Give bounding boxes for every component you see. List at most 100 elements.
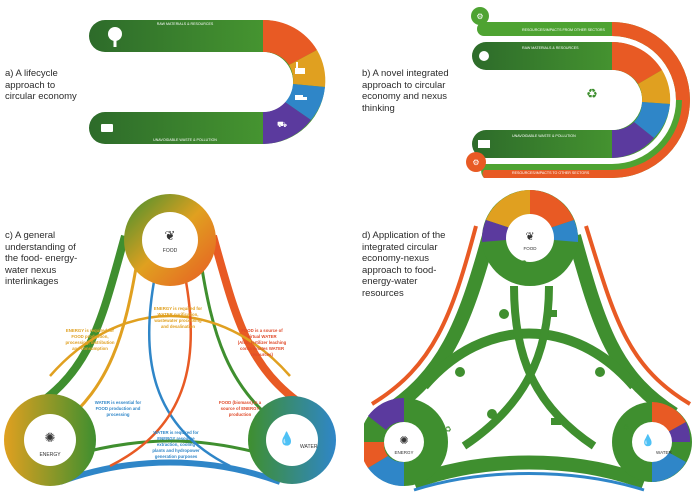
energy-seg-blue [368,456,404,487]
tree-icon [455,367,465,377]
food-ring-hole [506,214,554,262]
note-line: and consumption [72,346,108,351]
top-band-label: RAW MATERIALS & RESOURCES [522,46,579,50]
outer-top-label: RESOURCES/IMPACTS FROM OTHER SECTORS [522,28,606,32]
panel-a-diagram: RAW MATERIALS & RESOURCES UNAVOIDABLE WA… [89,19,326,144]
note-line: generation purposes [155,454,198,459]
caption-c-line: the food- energy- [5,253,78,264]
tree-icon [499,309,509,319]
bottom-band-label: UNAVOIDABLE WASTE & POLLUTION [153,138,217,142]
note-line: ENERGY is required for [66,328,114,333]
food-ring-hole [142,212,198,268]
caption-b: b) A novel integrated approach to circul… [362,68,449,114]
arm-left [18,234,129,420]
segment-design [263,19,317,65]
energy-seg-orange [364,442,388,468]
water-seg-purple [668,422,691,442]
caption-c-line: interlinkages [5,276,59,287]
caption-c-line: water nexus [5,264,57,276]
svg-text:♻: ♻ [444,425,451,434]
outer-bottom-label: RESOURCES/IMPACTS TO OTHER SECTORS [512,171,590,175]
inner-seg-yellow [638,70,671,104]
arm-right [209,234,322,420]
energy-ring-hole [24,414,76,466]
svg-text:♻: ♻ [520,259,527,268]
arm-bottom [411,455,647,489]
cart-icon: ⛟ [277,120,287,129]
note-line: FOOD production and [96,406,141,411]
inner-curve-yellow [49,314,291,377]
water-drop-icon: 💧 [641,434,655,447]
food-seg-blue [550,220,579,242]
caption-c-line: c) A general [5,230,56,241]
note-line: wastewater processing [153,318,202,323]
caption-c: c) A general understanding of the food- … [5,230,77,288]
caption-d-line: energy-water [362,276,418,287]
center-label: RECYCLING & REUSE [213,101,251,105]
outer-track-orange [612,22,690,100]
energy-label: ENERGY [394,450,413,455]
note-line: WATER is required for [153,430,199,435]
inner-seg-purple [612,122,654,158]
caption-d: d) Application of the integrated circula… [362,230,445,299]
recycle-icon: ♻ [622,423,629,432]
note-line: ENERGY is required for [154,306,202,311]
bottom-band-label: UNAVOIDABLE WASTE & POLLUTION [512,134,576,138]
caption-a: a) A lifecycle approach to circular econ… [5,68,77,103]
lightning-icon: ✺ [399,435,408,447]
tree-icon [595,367,605,377]
arm-left-outer [370,225,478,406]
sector-icons-top: ⚙ [471,7,489,25]
note-line: resources) [251,352,274,357]
caption-a-line: circular economy [5,91,77,102]
water-ring-hole [266,414,318,466]
caption-d-line: integrated circular [362,241,438,253]
caption-d-line: approach to food- [362,264,437,276]
water-label: WATER [656,450,672,455]
water-ring-hole [632,422,672,462]
caption-a-line: a) A lifecycle [5,68,58,79]
recycle-icon: ♻ [444,425,451,434]
water-drop-icon: 💧 [279,431,295,446]
panel-b-diagram: ♻ RESOURCES/IMPACTS FROM OTHER SECTORS R… [466,7,690,178]
wheat-icon: ❦ [165,228,176,243]
panel-c-diagram: ❦ FOOD ✺ ENERGY 💧 WATER ENERGY is requir… [4,194,336,486]
note-line: production [229,412,252,417]
caption-b-line: approach to circular [362,79,446,91]
svg-text:⚙: ⚙ [472,158,479,167]
inner-curve-blue [147,275,231,468]
note-line: and desalination [161,324,195,329]
caption-b-line: thinking [362,102,395,114]
note-line: FOOD is a source of [241,328,283,333]
tree-icon [479,51,489,61]
arm-left [380,234,496,420]
waste-icon [101,124,113,132]
inner-seg-orange [612,41,662,84]
arm-bottom [58,459,282,485]
outer-track-orange-bottom [482,100,690,178]
energy-ring-hole [384,422,424,462]
lightning-icon: ✺ [45,430,56,445]
note-line: ENERGY resource [157,436,195,441]
caption-d-line: resources [362,287,404,299]
inner-seg-blue [634,102,670,138]
tree-icon [487,409,497,419]
segment-manufacturing [289,50,326,87]
caption-b-line: economy and nexus [362,91,448,102]
note-line: plants and hydropower [152,448,200,453]
panel-d-diagram: ❦ FOOD ✺ ENERGY 💧 WATER ♻ ♻ ♻ [364,190,692,492]
note-line: processing [107,412,130,417]
svg-text:♻: ♻ [622,423,629,432]
factory-icon [295,62,305,74]
arm-right [567,234,678,420]
food-label: FOOD [524,246,538,251]
food-seg-orange [530,190,574,228]
